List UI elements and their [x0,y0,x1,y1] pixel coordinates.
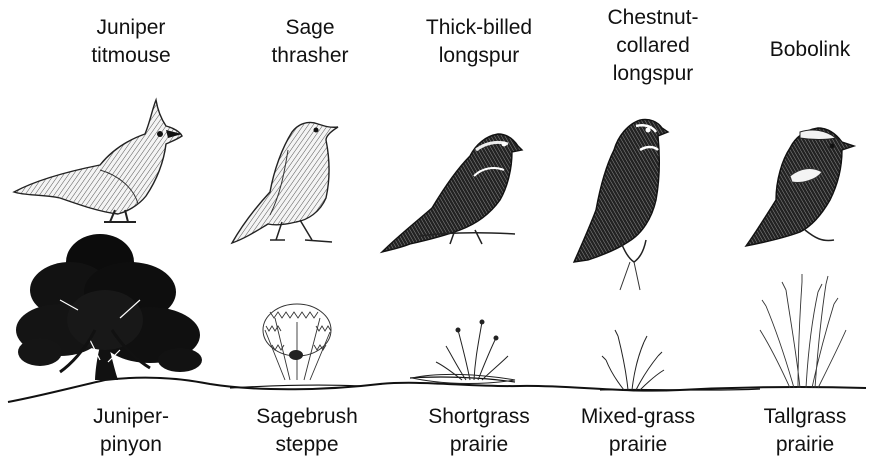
mixed-grass-illustration [602,330,664,390]
shortgrass-illustration [412,320,515,384]
sage-thrasher-illustration [232,122,338,243]
thick-billed-longspur-illustration [382,134,522,252]
sagebrush-illustration [263,304,331,380]
habitat-name-line: prairie [720,431,869,459]
chestnut-collared-longspur-illustration [574,119,668,290]
habitat-name-line: pinyon [46,431,216,459]
habitat-label-tallgrass-prairie: Tallgrass prairie [720,403,869,459]
habitat-name-line: Sagebrush [222,403,392,431]
habitat-name-line: steppe [222,431,392,459]
habitat-name-line: Tallgrass [720,403,869,431]
habitat-name-line: Shortgrass [394,403,564,431]
habitat-label-sagebrush-steppe: Sagebrush steppe [222,403,392,459]
tallgrass-illustration [760,274,846,388]
habitat-name-line: prairie [553,431,723,459]
juniper-tree-illustration [16,234,202,380]
habitat-label-shortgrass-prairie: Shortgrass prairie [394,403,564,459]
habitat-name-line: Mixed-grass [553,403,723,431]
habitat-label-mixed-grass-prairie: Mixed-grass prairie [553,403,723,459]
habitat-name-line: prairie [394,431,564,459]
juniper-titmouse-illustration [14,100,182,222]
habitat-name-line: Juniper- [46,403,216,431]
habitat-label-juniper-pinyon: Juniper- pinyon [46,403,216,459]
bobolink-illustration [746,128,854,246]
